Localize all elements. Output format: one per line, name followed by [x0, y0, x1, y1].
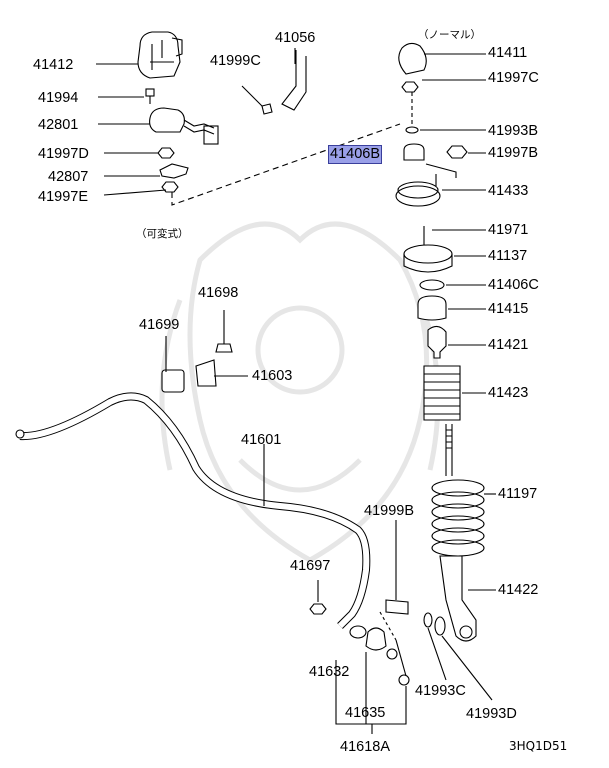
dust-boot-41423 — [423, 365, 461, 421]
label-41415: 41415 — [488, 301, 529, 317]
bushing-41699 — [161, 369, 185, 393]
nut-41997d — [157, 147, 175, 159]
label-41632: 41632 — [309, 664, 350, 680]
label-41697: 41697 — [290, 558, 331, 574]
stabilizer-bar-41601 — [15, 392, 371, 629]
label-41993b: 41993B — [488, 123, 538, 139]
note-normal: （ノーマル） — [418, 29, 481, 41]
upper-mount-41433 — [397, 181, 439, 199]
bolt-41999b — [385, 520, 409, 615]
bushing-41635 — [365, 627, 387, 651]
label-41999c: 41999C — [210, 53, 261, 69]
bushing-41632 — [349, 625, 367, 639]
label-41997b: 41997B — [488, 145, 538, 161]
label-41601: 41601 — [241, 432, 282, 448]
washer-41993d — [434, 616, 446, 636]
coil-spring-41197 — [431, 479, 485, 557]
label-42801: 42801 — [38, 117, 79, 133]
label-41993c: 41993C — [415, 683, 466, 699]
label-41421: 41421 — [488, 337, 529, 353]
label-41999b: 41999B — [364, 503, 414, 519]
watermark-emblem — [159, 221, 441, 563]
label-41994: 41994 — [38, 90, 79, 106]
label-41406b-highlighted[interactable]: 41406B — [328, 145, 382, 164]
nut-41697 — [309, 603, 327, 615]
label-41422: 41422 — [498, 582, 539, 598]
label-41635: 41635 — [345, 705, 386, 721]
label-41197: 41197 — [498, 486, 538, 502]
washer-41993c — [423, 612, 433, 628]
bolt-41994 — [145, 88, 155, 104]
label-41137: 41137 — [488, 248, 528, 264]
label-41056: 41056 — [275, 30, 316, 46]
note-variable: （可変式） — [136, 228, 189, 240]
actuator-cover — [137, 31, 183, 79]
bushing-41406b — [403, 143, 425, 161]
nut-41997b — [446, 145, 468, 159]
label-41412: 41412 — [33, 57, 74, 73]
cup-41415 — [417, 295, 447, 321]
motor-42801 — [149, 107, 219, 145]
bolt-41698 — [215, 310, 233, 353]
nut-41997e — [161, 181, 179, 193]
label-41411: 41411 — [488, 45, 528, 61]
label-41997d: 41997D — [38, 146, 89, 162]
label-41423: 41423 — [488, 385, 529, 401]
bracket-41056 — [281, 48, 307, 111]
bracket-42807 — [159, 163, 189, 179]
bump-stop-41421 — [427, 325, 447, 359]
label-41406c: 41406C — [488, 277, 539, 293]
shock-absorber-41422 — [439, 424, 477, 642]
washer-41993b — [405, 126, 419, 134]
clamp-41603 — [195, 359, 217, 387]
bearing-41137 — [403, 244, 453, 264]
label-41997c: 41997C — [488, 70, 539, 86]
label-41699: 41699 — [139, 317, 180, 333]
bolt-41999c — [241, 85, 273, 115]
label-41993d: 41993D — [466, 706, 517, 722]
label-41698: 41698 — [198, 285, 239, 301]
nut-41997c — [401, 81, 419, 93]
figure-code: 3HQ1D51 — [509, 739, 568, 753]
label-41433: 41433 — [488, 183, 529, 199]
top-cap-41411 — [398, 42, 427, 75]
label-41603: 41603 — [252, 368, 293, 384]
label-41618a: 41618A — [340, 739, 390, 755]
label-42807: 42807 — [48, 169, 89, 185]
bushing-41406c — [419, 279, 445, 291]
label-41997e: 41997E — [38, 189, 88, 205]
label-41971: 41971 — [488, 222, 529, 238]
stabilizer-link-41618a — [379, 611, 410, 686]
